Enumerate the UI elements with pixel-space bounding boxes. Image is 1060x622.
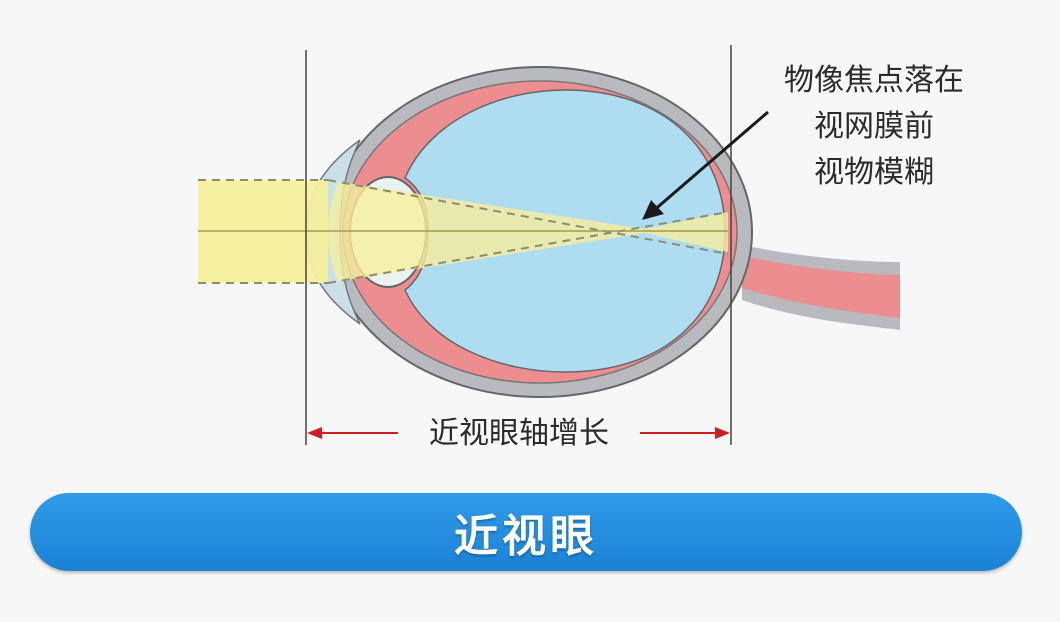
annotation-line-1: 物像焦点落在 bbox=[784, 63, 964, 98]
optic-nerve-inner bbox=[742, 256, 900, 318]
focus-pointer-head bbox=[642, 200, 664, 220]
axis-arrowhead-right bbox=[715, 427, 730, 439]
annotation-line-2: 视网膜前 bbox=[814, 109, 934, 144]
banner-title: 近视眼 bbox=[454, 511, 598, 562]
annotation-line-3: 视物模糊 bbox=[814, 155, 934, 190]
axial-length-label: 近视眼轴增长 bbox=[429, 416, 609, 451]
focus-pointer-line bbox=[651, 110, 769, 214]
beam-edge-bottom-inner bbox=[327, 211, 729, 284]
light-beam-diverging bbox=[645, 212, 728, 252]
title-banner: 近视眼 bbox=[30, 493, 1022, 571]
beam-edge-top-inner bbox=[327, 179, 729, 255]
axis-arrowhead-left bbox=[307, 427, 322, 439]
